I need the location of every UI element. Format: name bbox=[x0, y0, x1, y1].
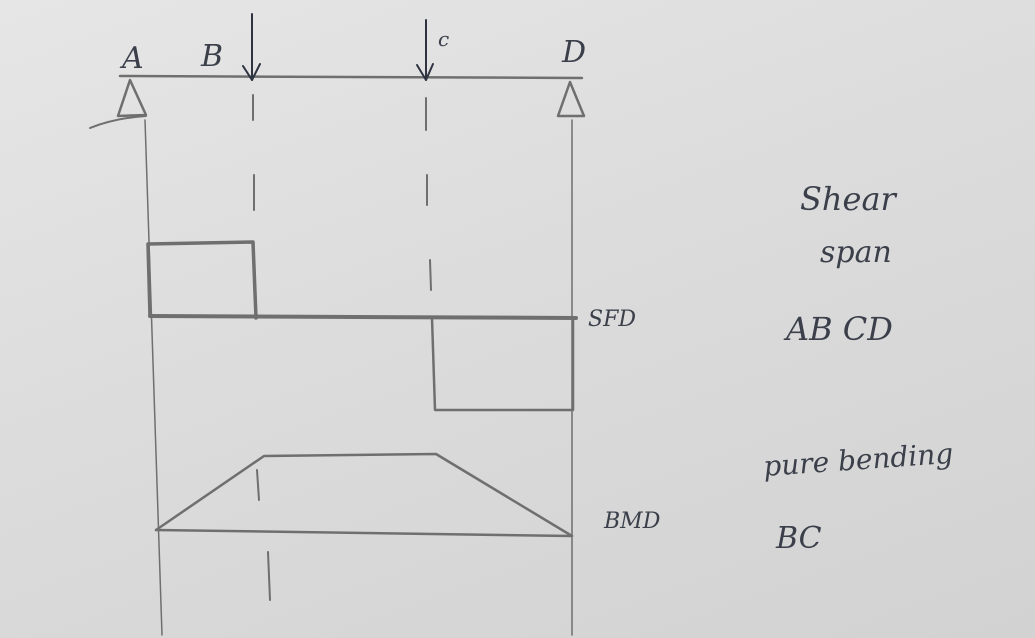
bmd-baseline bbox=[154, 528, 574, 538]
projection-line-a bbox=[144, 119, 163, 636]
support-a-base bbox=[89, 115, 147, 129]
bmd-label: BMD bbox=[603, 509, 661, 534]
beam-line bbox=[118, 74, 584, 80]
projection-lines bbox=[144, 94, 573, 636]
point-label-c: c bbox=[438, 27, 449, 51]
note-span: span bbox=[820, 235, 892, 270]
point-label-b: B bbox=[200, 39, 223, 74]
load-arrow-c-head bbox=[416, 63, 434, 81]
support-a-triangle bbox=[116, 78, 148, 118]
note-bc: BC bbox=[775, 521, 822, 556]
sfd-baseline bbox=[148, 314, 578, 320]
bmd-trapezoid bbox=[154, 452, 574, 538]
beam-group bbox=[89, 13, 586, 129]
sfd-positive-block bbox=[146, 240, 258, 320]
note-shear-spans: AB CD bbox=[783, 310, 893, 348]
point-label-a: A bbox=[119, 41, 144, 76]
support-d-triangle bbox=[556, 80, 586, 118]
note-shear: Shear bbox=[800, 180, 898, 218]
dashed-line-b bbox=[252, 94, 271, 601]
point-label-d: D bbox=[561, 35, 586, 70]
sfd-negative-block bbox=[430, 316, 575, 412]
sfd-group bbox=[146, 240, 578, 412]
load-arrow-b-head bbox=[242, 63, 261, 81]
note-pure-bending: pure bending bbox=[762, 437, 954, 483]
dashed-line-c bbox=[425, 97, 432, 291]
sfd-label: SFD bbox=[588, 307, 636, 332]
bmd-group bbox=[154, 452, 574, 538]
